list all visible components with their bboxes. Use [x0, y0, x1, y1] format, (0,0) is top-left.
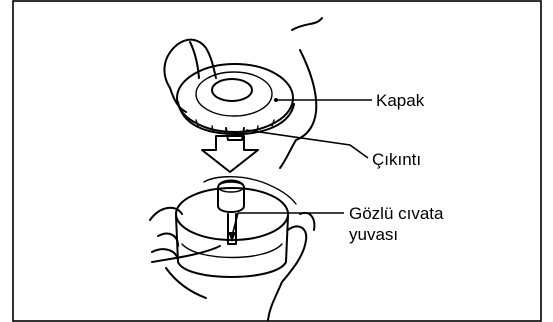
label-eyebolt-line1: Gözlü cıvata: [349, 204, 444, 223]
diagram-frame: [13, 1, 541, 321]
label-protrusion: Çıkıntı: [372, 150, 421, 169]
label-cover: Kapak: [376, 91, 425, 110]
leader-cover-dot: [274, 98, 278, 102]
label-eyebolt-line2: yuvası: [349, 225, 398, 244]
